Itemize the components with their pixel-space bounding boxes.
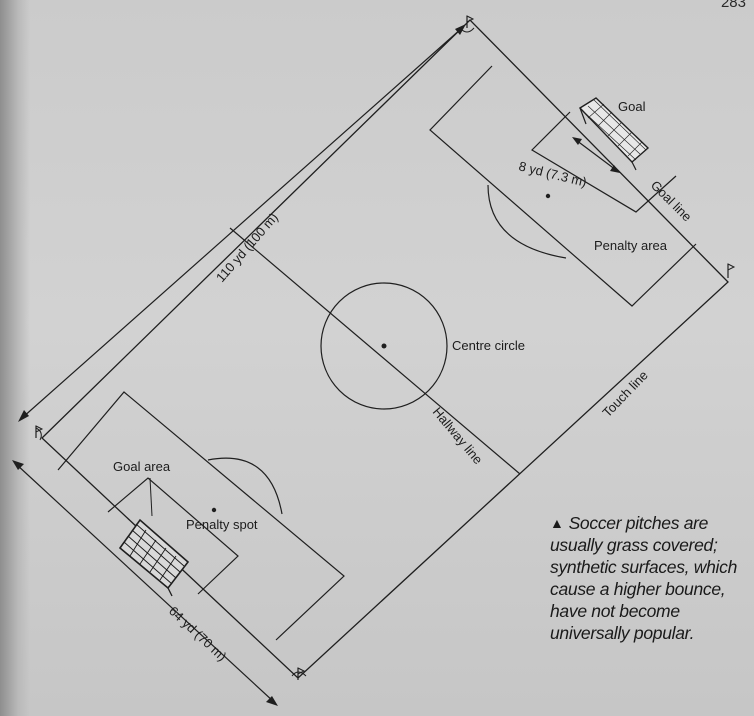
halfway-line-label: Hallway line [430,404,486,467]
penalty-area-top [429,65,697,307]
penalty-spot-top [545,193,551,199]
centre-circle [320,282,448,410]
goal-label: Goal [618,99,646,114]
goal-area-bottom [107,477,239,595]
goal-area-top [531,111,677,213]
penalty-area-label-top: Penalty area [594,238,668,253]
pitch-outline [41,19,729,679]
corner-flag-bottom-icon [291,667,307,680]
caption-text: Soccer pitches are usually grass covered… [550,513,738,643]
page-number: 283 [720,0,746,11]
penalty-spot-bottom [211,507,217,513]
goal-top [578,97,650,171]
corner-flag-left-icon [35,425,44,441]
penalty-area-bottom [57,391,345,641]
goal-bottom [118,518,190,597]
length-dimension-arrow [18,24,466,422]
centre-circle-label: Centre circle [452,338,525,353]
halfway-line [229,227,521,475]
goal-area-label: Goal area [113,459,171,474]
goal-area-pointer [149,477,153,517]
caption-marker-icon: ▲ [550,515,564,531]
goal-line-label: Goal line [648,178,695,225]
width-label: 64 yd (70 m) [166,603,230,664]
penalty-arc-top [487,184,567,259]
spine-shadow [0,0,30,716]
caption: ▲Soccer pitches are usually grass covere… [550,512,750,644]
penalty-arc-bottom [207,457,283,515]
width-dimension-arrow [12,460,278,706]
length-label: 110 yd (100 m) [213,210,281,285]
centre-spot [381,343,387,349]
corner-flag-right-icon [727,263,736,278]
penalty-spot-label: Penalty spot [186,517,258,532]
goal-width-arrow [572,137,620,173]
